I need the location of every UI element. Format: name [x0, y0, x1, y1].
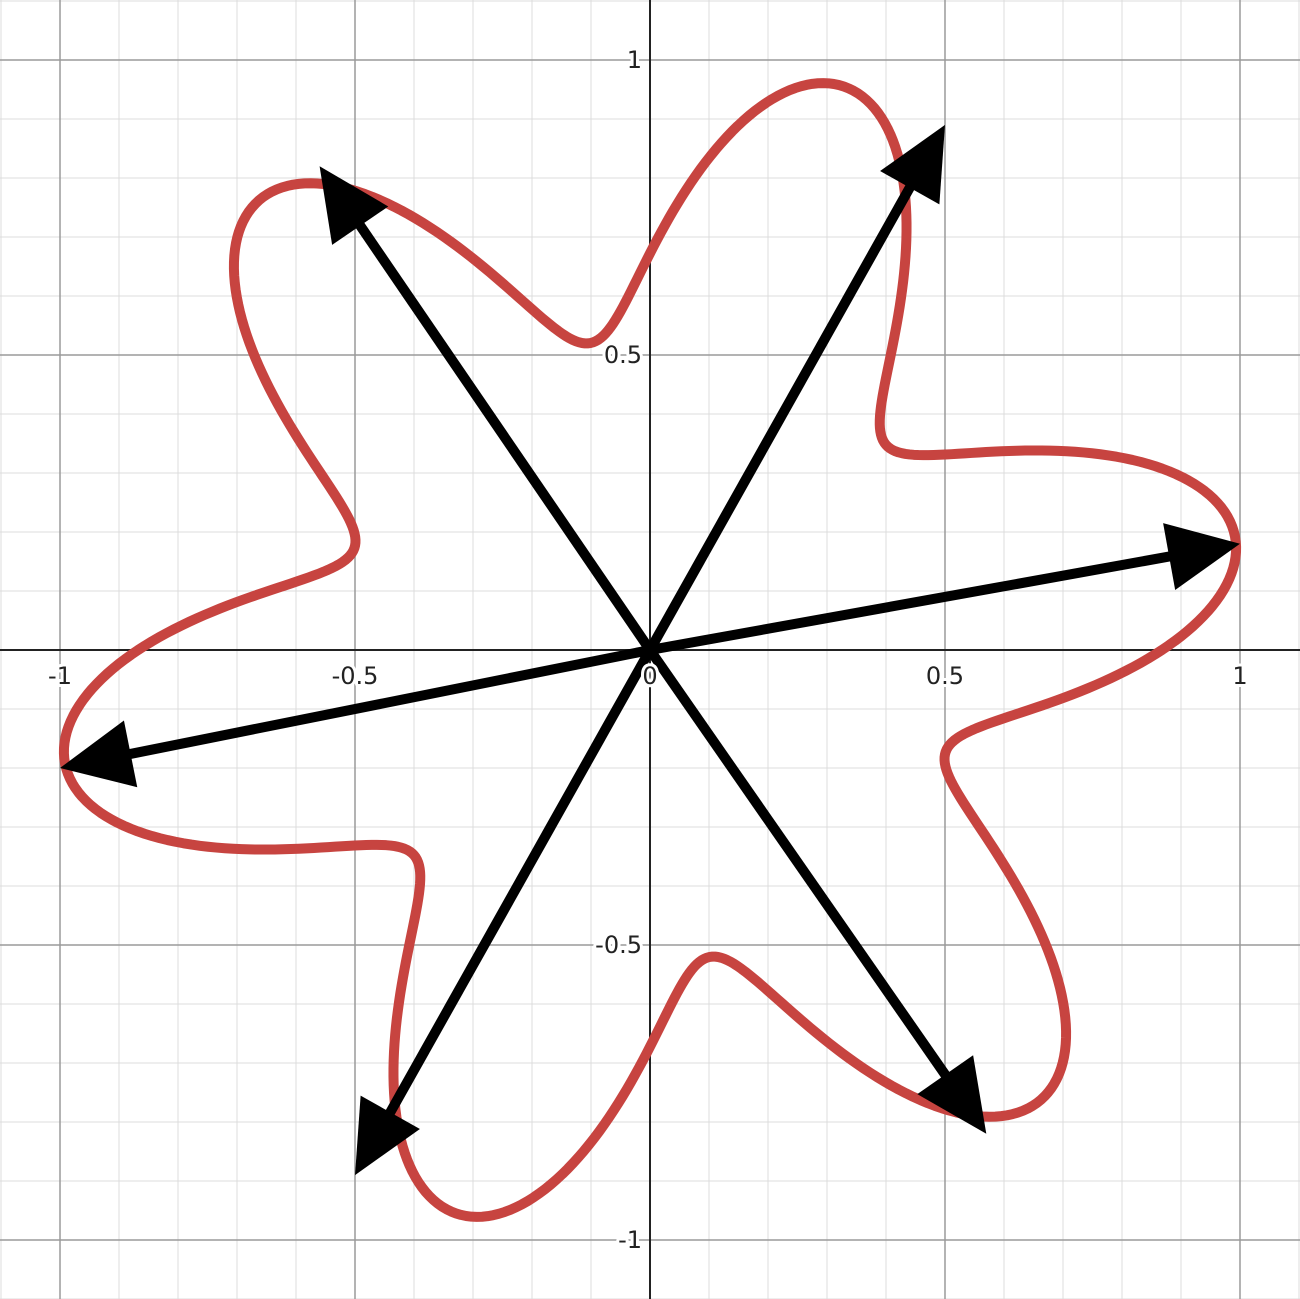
vector-arrows — [60, 124, 1240, 1176]
vector-arrowhead — [1163, 523, 1240, 591]
y-tick-label: 1 — [627, 46, 642, 74]
vector-arrowhead — [880, 124, 945, 205]
x-tick-label: 0.5 — [926, 662, 964, 690]
x-tick-label: -0.5 — [332, 662, 379, 690]
vector-shaft — [645, 181, 917, 653]
y-tick-label: 0.5 — [604, 341, 642, 369]
vector-shaft — [125, 645, 651, 760]
tick-labels: -1 -0.5 0 0.5 1 1 0.5 -0.5 -1 — [45, 43, 1251, 1257]
vector-shaft — [353, 219, 655, 653]
vector-shaft — [649, 550, 1174, 655]
vector-arrowhead — [917, 1055, 987, 1134]
flower-curve-path — [58, 78, 1242, 1222]
vector-arrowhead — [319, 166, 389, 245]
x-tick-label: 0 — [642, 662, 657, 690]
vector-arrowhead — [60, 720, 138, 788]
x-tick-label: -1 — [48, 662, 72, 690]
vector-shaft — [645, 647, 952, 1081]
flower-curve — [58, 78, 1242, 1222]
vector-shaft — [383, 647, 655, 1119]
y-tick-label: -1 — [618, 1226, 642, 1254]
vector-arrowhead — [355, 1095, 420, 1176]
y-tick-label: -0.5 — [595, 931, 642, 959]
x-tick-label: 1 — [1232, 662, 1247, 690]
